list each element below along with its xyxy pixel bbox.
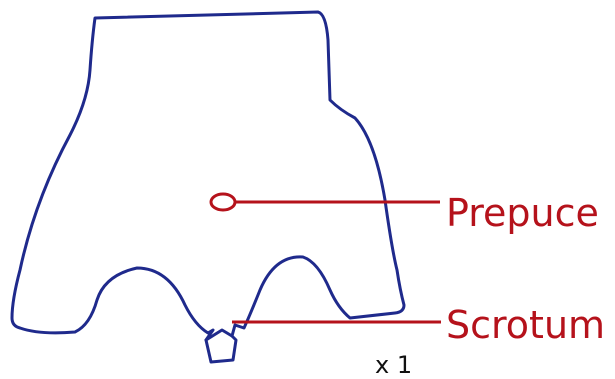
scale-label: x 1 — [375, 351, 412, 379]
prepuce-marker-circle — [209, 192, 237, 212]
scrotum-label: Scrotum — [446, 303, 605, 347]
scrotum-detail — [204, 328, 234, 342]
body-outline — [10, 10, 406, 364]
prepuce-label: Prepuce — [446, 191, 599, 235]
